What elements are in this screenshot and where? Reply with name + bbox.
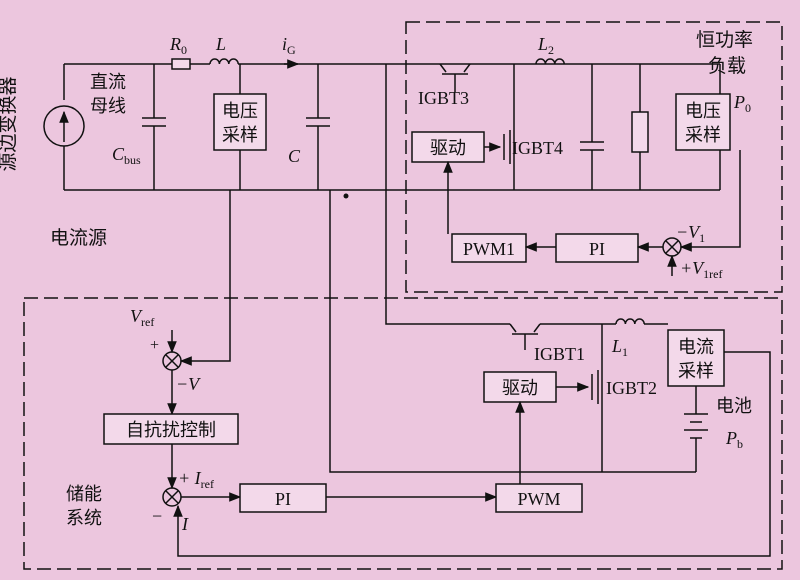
- l2-label: L2: [537, 34, 554, 57]
- voltage-sample-label-2: 采样: [222, 125, 258, 146]
- dc-bus-capacitor: [142, 64, 166, 190]
- igbt2-label: IGBT2: [606, 378, 657, 398]
- load-capacitor: [580, 64, 604, 190]
- load-region-boundary: [405, 21, 783, 293]
- sum-junction-voltage: [162, 351, 182, 371]
- r0-resistor: [171, 58, 191, 70]
- storage-label-2: 系统: [66, 508, 102, 529]
- pwm-box: [495, 483, 583, 513]
- l1-inductor: [615, 318, 645, 325]
- pi-label-storage: PI: [275, 489, 291, 509]
- adrc-label: 自抗扰控制: [126, 420, 216, 441]
- igbt3-label: IGBT3: [418, 88, 469, 108]
- l-label: L: [215, 34, 226, 54]
- pb-label: Pb: [725, 428, 743, 451]
- minus-v-label: −V: [176, 374, 201, 394]
- igbt2-symbol: [591, 324, 603, 472]
- c-label: C: [288, 146, 301, 166]
- p0-label: P0: [733, 92, 751, 115]
- dc-bus-label-1: 直流: [90, 72, 126, 93]
- igbt1-symbol: [509, 323, 541, 350]
- l2-inductor: [535, 58, 565, 65]
- bus-junction-dot: [343, 193, 349, 199]
- voltage-sample-box: [213, 93, 267, 151]
- current-source-symbol: [43, 64, 85, 190]
- igbt1-label: IGBT1: [534, 344, 585, 364]
- storage-label-1: 储能: [66, 484, 102, 505]
- load-voltage-sample-label-2: 采样: [685, 125, 721, 146]
- current-source-label: 电流源: [50, 227, 107, 249]
- capacitor-c: [306, 64, 330, 190]
- minus-label: −: [152, 506, 162, 526]
- battery-symbol: [684, 386, 708, 472]
- drive-box-load: [411, 131, 485, 163]
- pi-label-load: PI: [589, 239, 605, 259]
- load-label-1: 恒功率: [696, 29, 753, 51]
- l-inductor: [209, 58, 239, 65]
- iref-label: + Iref: [178, 468, 214, 491]
- vref-label: Vref: [130, 306, 154, 329]
- l1-label: L1: [611, 336, 628, 359]
- cbus-label: Cbus: [112, 144, 141, 167]
- feedback-v1-wire: [679, 150, 741, 252]
- source-converter-label: 源边变换器: [0, 76, 19, 171]
- battery-label: 电池: [716, 396, 752, 417]
- load-resistor: [631, 111, 649, 153]
- igbt4-label: IGBT4: [512, 138, 563, 158]
- load-voltage-sample-label-1: 电压: [685, 101, 721, 122]
- adrc-box: [103, 413, 239, 445]
- drive-label-load: 驱动: [430, 138, 466, 159]
- v1ref-label: +V1ref: [680, 258, 722, 281]
- ig-label: iG: [282, 34, 296, 57]
- storage-region-boundary: [23, 297, 783, 570]
- drive-label-storage: 驱动: [502, 378, 538, 399]
- current-feedback-wire: [173, 351, 771, 557]
- r0-label: R0: [169, 34, 187, 57]
- drive-box-storage: [483, 371, 557, 403]
- voltage-sample-label-1: 电压: [222, 101, 258, 122]
- igbt4-symbol: [503, 64, 515, 190]
- load-voltage-sample-box: [675, 93, 731, 151]
- i-label: I: [181, 514, 189, 534]
- storage-bus-bottom-wire: [329, 190, 520, 473]
- current-sample-label-1: 电流: [678, 337, 714, 358]
- current-sample-box: [667, 329, 725, 387]
- v1-label: −V1: [676, 222, 705, 245]
- load-label-2: 负载: [708, 55, 746, 77]
- voltage-feedback-wire: [179, 190, 231, 366]
- vref-plus: +: [150, 337, 159, 354]
- dc-bus-label-2: 母线: [90, 96, 126, 117]
- storage-bus-top-wire: [385, 64, 510, 325]
- pi-box-load: [555, 233, 639, 263]
- pwm-label: PWM: [517, 489, 560, 509]
- main-bus: [64, 63, 721, 191]
- pwm1-label: PWM1: [463, 239, 515, 259]
- pi-box-storage: [239, 483, 327, 513]
- igbt3-symbol: [439, 63, 471, 92]
- current-sample-label-2: 采样: [678, 361, 714, 382]
- pwm1-box: [451, 233, 527, 263]
- sum-junction-current: [162, 487, 182, 507]
